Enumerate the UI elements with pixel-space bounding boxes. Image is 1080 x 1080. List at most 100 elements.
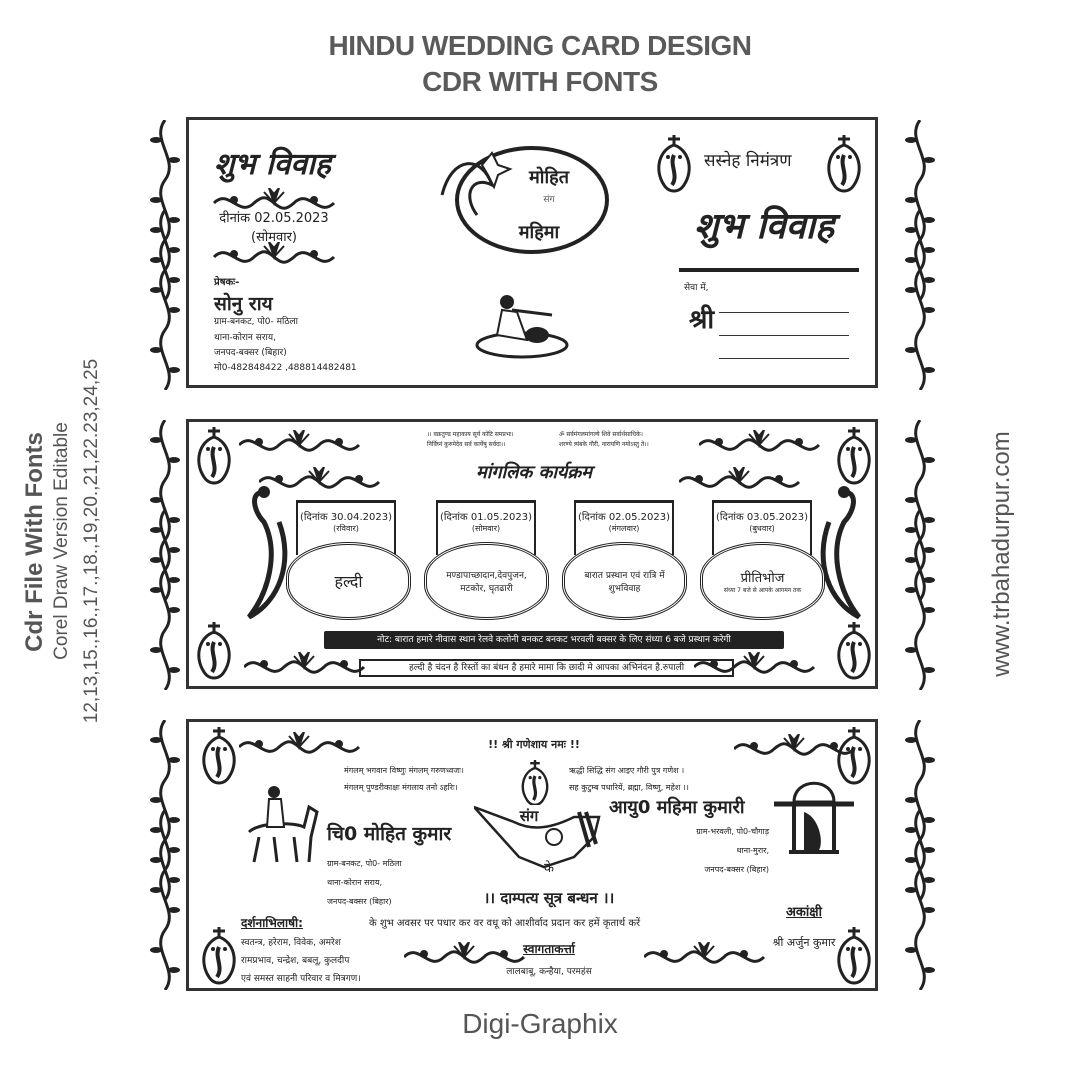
card-envelope: शुभ विवाह दीनांक 02.05.2023 (सोमवार) प्र… — [186, 117, 878, 388]
bride-name: महिमा — [518, 222, 560, 243]
address-box-top-border — [679, 268, 859, 272]
ganesh-icon — [196, 427, 232, 485]
flourish-ornament — [679, 467, 801, 489]
shloka-right: ॐ सर्वमंगलमांगल्ये शिवे सर्वार्थसाधिके।श… — [559, 430, 649, 450]
sender-phone: मो0-482848422 ,488814482481 — [214, 363, 357, 373]
bride-full-name: आयु0 महिमा कुमारी — [609, 797, 745, 818]
sender-name: सोनु राय — [214, 293, 273, 315]
peacock-left-icon — [247, 486, 288, 620]
event-subtitle: संध्या 7 बजे से आपके आगमन तक — [723, 587, 802, 594]
verse-line: सह कुटुम्ब पधारियें, ब्रह्मा, विष्णु, मह… — [569, 783, 689, 792]
mangalik-heading: मांगलिक कार्यक्रम — [475, 462, 593, 483]
shehnai-player-icon — [475, 295, 569, 359]
ganesh-icon — [656, 135, 692, 193]
side-vine-ornament — [150, 420, 182, 690]
dampatya-sutra-bandhan: ।। दाम्पत्य सूत्र बन्धन ।। — [483, 889, 615, 907]
groom-on-horse-icon — [247, 786, 319, 863]
event-date-box: (दिनांक 03.05.2023)(बुधवार) — [712, 500, 812, 555]
shubh-vivah-logo: शुभ विवाह — [214, 147, 331, 182]
flourish-ornament — [699, 430, 821, 452]
side-vine-ornament — [905, 420, 937, 690]
shloka-left: ।। वक्रतुण्ड महाकाय सूर्य कोटि समप्रभः।न… — [427, 430, 514, 450]
doli-palanquin-icon — [774, 781, 854, 854]
note-banner: नोट: बारात हमारे नीवास स्थान रेलवे कलोनी… — [324, 631, 784, 649]
divider-ornament — [212, 242, 336, 264]
haldi-quote-box: हल्दी है चंदन है रिस्तों का बंधन है हमार… — [359, 659, 734, 677]
event-date-box: (दिनांक 02.05.2023)(मंगलवार) — [574, 500, 674, 555]
event-day: (बुधवार) — [749, 524, 775, 533]
darshanabhilashi-names: स्वतन्त्र, हरेराम, विवेक, अमरेश रामप्रभाव… — [241, 934, 361, 988]
akanshi-name: श्री अर्जुन कुमार — [772, 936, 836, 949]
event-frame-baraat: बारात प्रस्थान एवं रात्रि में शुभविवाह — [562, 542, 687, 620]
ganeshay-namah: !! श्री गणेशाय नमः !! — [488, 738, 580, 751]
verse-line: ऋद्धी सिद्धि संग आइए गौरी पुत्र गणेश । — [569, 766, 685, 775]
card-invitation-main: !! श्री गणेशाय नमः !! मंगलम् भगवान विष्ण… — [186, 719, 878, 991]
side-vine-ornament — [150, 720, 182, 990]
address-line: ग्राम-भरवली, पो0-चौगाड़ — [696, 827, 769, 836]
event-day: (सोमवार) — [471, 524, 501, 533]
shloka-line: मंगलम् पुण्डरीकाक्षः मंगलाय तनो ऽहरिः। — [344, 783, 458, 792]
address-line: थाना-कोरान सराय, — [327, 878, 383, 887]
groom-full-name: चि0 मोहित कुमार — [327, 823, 452, 845]
event-day: (मंगलवार) — [608, 524, 640, 533]
website-url: www.trbahadurpur.com — [988, 431, 1015, 677]
peacock-right-icon — [820, 486, 861, 620]
groom-address: ग्राम-बनकट, पो0- मठिला थाना-कोरान सराय, जन… — [327, 854, 402, 911]
address-line: जनपद-बक्सर (बिहार) — [327, 897, 392, 906]
left-side-subtitle: Corel Draw Version Editable — [51, 422, 72, 660]
shubh-vivah-big-logo: शुभ विवाह — [694, 206, 835, 247]
flourish-ornament — [239, 732, 361, 754]
sender-address-line: ग्राम-बनकट, पो0- मठिला — [214, 317, 298, 327]
swagatakarta-names: लालबाबू, कन्हैया, परमहंस — [506, 967, 592, 977]
ganesh-icon — [826, 135, 862, 193]
invitation-title: सस्नेह निमंत्रण — [704, 151, 792, 171]
ganesh-icon — [836, 622, 872, 680]
address-line[interactable] — [719, 312, 849, 313]
page-title-line1: HINDU WEDDING CARD DESIGN — [328, 30, 752, 61]
left-side-pages: 12,13,15.,16.,17.,18.,19,20.,21,22.23,24… — [81, 358, 102, 724]
ganesh-icon — [196, 622, 232, 680]
event-title: प्रीतिभोज — [740, 571, 785, 586]
address-line: थाना-मुरार, — [736, 846, 769, 855]
shloka-line: शरण्ये त्र्यंबके गौरी, नारायणि नमोऽस्तु … — [559, 441, 649, 448]
seva-label: सेवा में, — [684, 283, 709, 293]
ganesh-icon — [201, 727, 237, 785]
name-line: स्वतन्त्र, हरेराम, विवेक, अमरेश — [241, 938, 341, 948]
sender-address-line: थाना-कोरान सराय, — [214, 333, 276, 343]
address-line[interactable] — [719, 335, 849, 336]
event-date: (दिनांक 02.05.2023) — [578, 512, 670, 523]
ganesh-icon — [836, 427, 872, 485]
event-frame-mandap: मण्डापाच्छादान,देवपुजन, मटकोर, घृतढारी — [424, 542, 549, 620]
page-title-line2: CDR WITH FONTS — [422, 66, 658, 97]
event-title: मण्डापाच्छादान,देवपुजन, मटकोर, घृतढारी — [446, 571, 527, 594]
sender-label: प्रेषकः- — [214, 277, 240, 288]
sender-address-line: जनपद-बक्सर (बिहार) — [214, 348, 287, 358]
event-date: (दिनांक 30.04.2023) — [300, 512, 392, 523]
wedding-date: दीनांक 02.05.2023 — [219, 211, 329, 226]
blessing-text: के शुभ अवसर पर पधार कर वर वधू को आशीर्वा… — [369, 918, 641, 929]
address-line: ग्राम-बनकट, पो0- मठिला — [327, 859, 402, 868]
sang-text: संग — [519, 807, 539, 825]
bride-address: ग्राम-भरवली, पो0-चौगाड़ थाना-मुरार, जनपद-ब… — [639, 822, 769, 879]
akanshi-label: अकांक्षी — [786, 905, 822, 920]
event-date-box: (दिनांक 01.05.2023)(सोमवार) — [436, 500, 536, 555]
shloka-line: मंगलम् भगवान विष्णुः मंगलम् गरुणध्वजः। — [344, 766, 464, 775]
address-line[interactable] — [719, 358, 849, 359]
groom-name: मोहित — [529, 167, 569, 188]
sang-heart: संग — [543, 195, 555, 205]
name-line: एवं समस्त साहनी परिवार व मित्रगण। — [241, 974, 361, 984]
event-frame-haldi: हल्दी — [286, 542, 411, 620]
ke-text: के — [544, 861, 554, 876]
name-line: रामप्रभाव, चन्द्रेश, बबलू, कुलदीप — [241, 956, 350, 966]
brand-footer: Digi-Graphix — [462, 1008, 618, 1039]
flourish-ornament — [734, 734, 856, 756]
address-line: जनपद-बक्सर (बिहार) — [704, 865, 769, 874]
wedding-day: (सोमवार) — [251, 230, 297, 245]
side-vine-ornament — [150, 120, 182, 390]
shri-symbol: श्री — [689, 305, 715, 335]
darshanabhilashi-label: दर्शनाभिलाषी: — [241, 916, 303, 930]
event-title: बारात प्रस्थान एवं रात्रि में शुभविवाह — [584, 571, 665, 594]
mangal-shloka: मंगलम् भगवान विष्णुः मंगलम् गरुणध्वजः। मं… — [344, 762, 464, 796]
joined-hands-icon — [474, 805, 601, 869]
left-side-title: Cdr File With Fonts — [21, 432, 48, 652]
